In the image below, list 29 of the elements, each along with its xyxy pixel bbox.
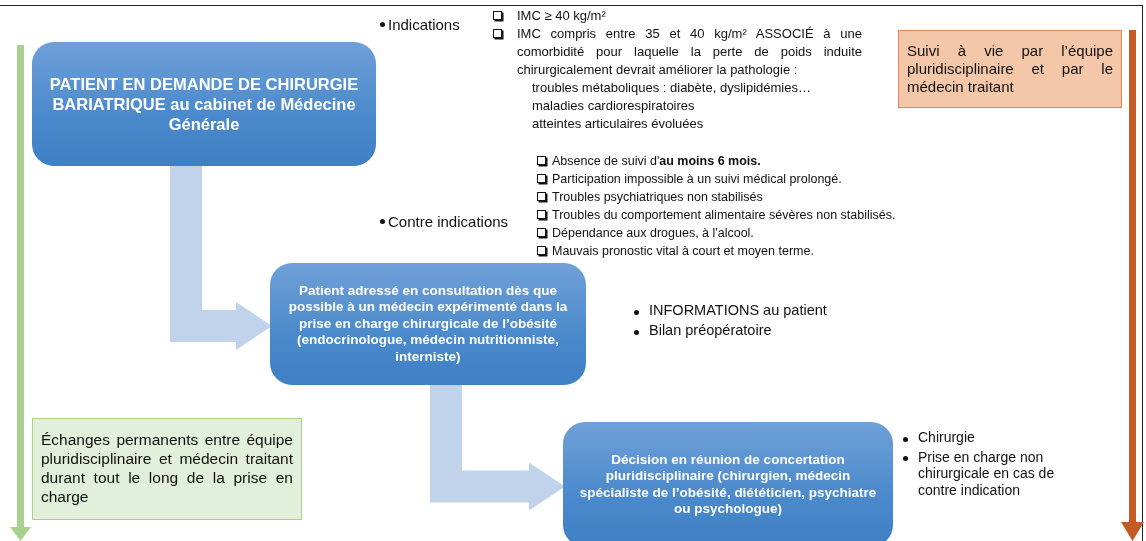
box-text: PATIENT EN DEMANDE DE CHIRURGIE BARIATRIQUE au cabinet de Médecine Générale [48, 73, 360, 135]
box-text: Échanges permanents entre équipe pluridisciplinaire et médecin traitant durant tout le long de la prise en charge [41, 431, 293, 507]
box-text: Décision en réunion de concertation pluridisciplinaire (chirurgien, médecin spécialiste de l’obésité, diététicien, psychiatre ou psychologue) [578, 451, 878, 518]
bullet-text: INFORMATIONS au patient [649, 302, 827, 320]
heading-text: Contre indications [388, 213, 509, 230]
list-text: IMC compris entre 35 et 40 kg/m² ASSOCIÉ à une comorbidité pour laquelle la perte de poids induite chirurgicalement devrait améliorer la pathologie : [517, 25, 862, 79]
list-text: Troubles du comportement alimentaire sévères non stabilisés. [552, 207, 896, 224]
bullet-text: Chirurgie [918, 429, 975, 446]
list-text: Mauvais pronostic vital à court et moyen terme. [552, 243, 814, 260]
bullet-text: Bilan préopératoire [649, 322, 772, 340]
box-text: Patient adressé en consultation dès que possible à un médecin expérimenté dans la prise en charge chirurgicale de l’obésité (endocrinologue, médecin nutritionniste, interniste) [287, 282, 569, 366]
process-box [270, 263, 586, 385]
list-text: maladies cardiorespiratoires [532, 97, 695, 115]
bullet-text: Prise en charge non chirurgicale en cas de contre indication [918, 448, 1056, 499]
process-box [32, 42, 376, 166]
list-text: Troubles psychiatriques non stabilisés [552, 189, 763, 206]
list-text: Absence de suivi d'au moins 6 mois. [552, 153, 761, 170]
heading-text: Indications [388, 16, 460, 33]
thick-arrow [430, 385, 565, 511]
box-text: Suivi à vie par l’équipe pluridisciplinaire et par le médecin traitant [907, 41, 1113, 97]
list-text: troubles métaboliques : diabète, dyslipidémies… [532, 79, 811, 97]
list-text: Participation impossible à un suivi médical prolongé. [552, 171, 842, 188]
note-box [32, 418, 302, 520]
list-text: Dépendance aux drogues, à l'alcool. [552, 225, 754, 242]
thick-arrow [170, 166, 272, 350]
process-box [563, 422, 893, 541]
note-box [898, 30, 1122, 108]
list-text: atteintes articulaires évoluées [532, 115, 704, 133]
list-text: IMC ≥ 40 kg/m² [517, 7, 607, 25]
